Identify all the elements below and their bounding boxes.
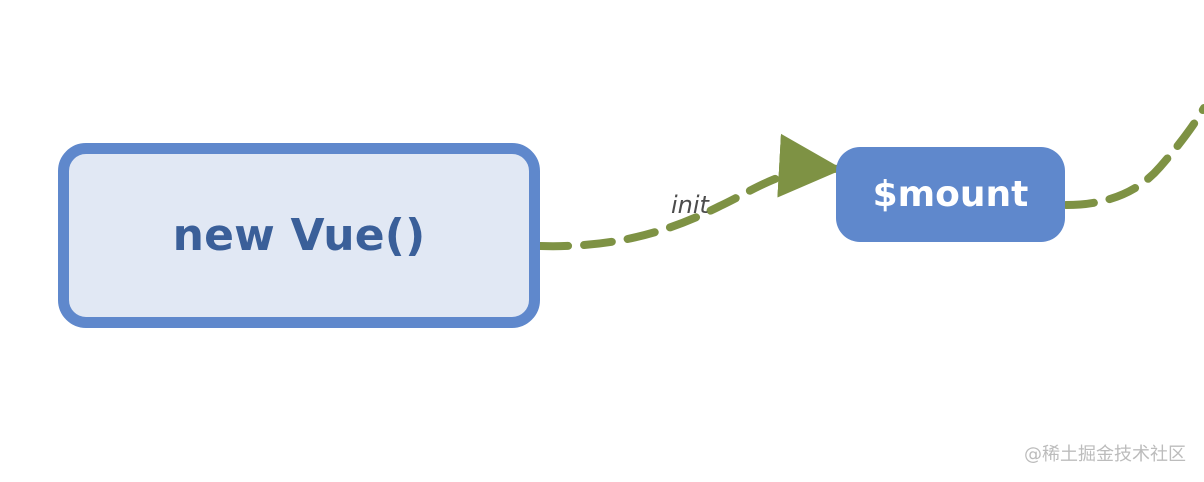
init-edge-label: init: [671, 191, 709, 219]
init-edge-line: [536, 133, 843, 251]
outgoing-edge-line: [1062, 104, 1204, 209]
new-vue-node: new Vue(): [58, 143, 540, 328]
watermark-text: @稀土掘金技术社区: [1024, 444, 1186, 465]
mount-node: $mount: [836, 147, 1065, 242]
